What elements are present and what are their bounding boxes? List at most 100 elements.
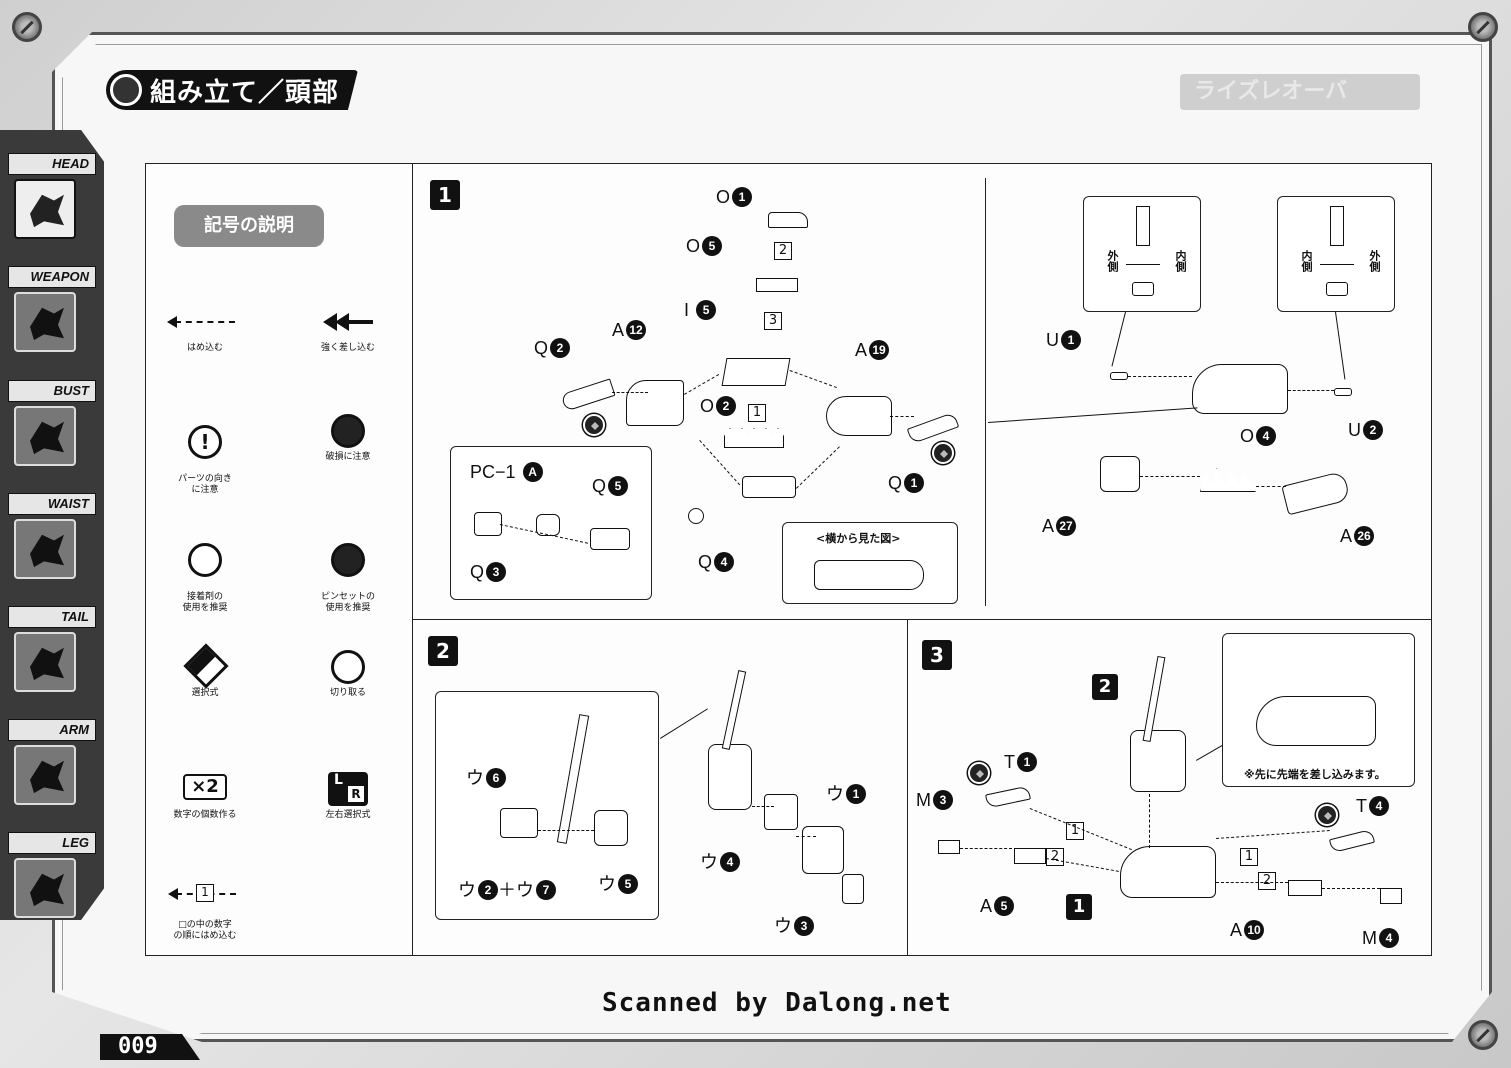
step-number-badge: 1 <box>430 180 460 210</box>
section-title-bar <box>106 70 358 110</box>
part-u3 <box>842 874 864 904</box>
part-blade-assembled <box>708 744 752 810</box>
part-q5 <box>590 528 630 550</box>
breakage-icon <box>1316 804 1338 826</box>
order-number-box: 1 <box>748 404 766 422</box>
legend-label: 選択式 <box>191 688 219 698</box>
sidebar-tab-leg[interactable]: LEG <box>8 832 96 936</box>
corner-bolt-icon <box>1468 12 1498 42</box>
sidebar-tab-head[interactable]: HEAD <box>8 153 96 257</box>
part-q3 <box>474 512 502 536</box>
legend-orientation: ! パーツの向き に注意 <box>150 414 260 496</box>
sidebar-tab-weapon[interactable]: WEAPON <box>8 266 96 370</box>
part-head-assembly <box>1192 364 1288 414</box>
legend-label: 破損に注意 <box>325 452 371 462</box>
sidebar-tab-arm[interactable]: ARM <box>8 719 96 823</box>
legend-tweezers: ピンセットの 使用を推奨 <box>293 532 403 614</box>
breakage-icon <box>583 414 605 436</box>
legend-label: ピンセットの 使用を推奨 <box>320 592 375 613</box>
part-u1 <box>1110 372 1128 380</box>
sidebar-tab-tail[interactable]: TAIL <box>8 606 96 710</box>
double-arrow-icon <box>323 313 373 331</box>
compass-icon <box>110 74 142 106</box>
order-number-box: 2 <box>1046 848 1064 866</box>
assembly-arrow <box>1128 376 1192 377</box>
legend-label: 強く差し込む <box>320 343 375 353</box>
part-u2-view <box>1326 282 1348 296</box>
assembly-arrow <box>1322 888 1380 889</box>
part-a10 <box>1288 880 1322 896</box>
part-a19 <box>826 396 892 436</box>
step-number-badge: 3 <box>922 640 952 670</box>
tweezers-icon <box>331 543 365 577</box>
assembly-arrow <box>752 806 774 807</box>
assembly-arrow <box>1288 390 1334 391</box>
order-number-box: 1 <box>1240 848 1258 866</box>
part-u1-view <box>1132 282 1154 296</box>
page-number: 009 <box>100 1034 200 1060</box>
step-ref-badge: 1 <box>1066 894 1092 920</box>
assembly-arrow <box>1140 476 1200 477</box>
assembly-arrow <box>796 836 816 837</box>
part-a27 <box>1100 456 1140 492</box>
choice-icon <box>183 643 229 689</box>
corner-bolt-icon <box>12 12 42 42</box>
assembly-arrow <box>612 392 648 393</box>
legend-label: □の中の数字 の順にはめ込む <box>173 920 237 941</box>
tip-caption: ※先に先端を差し込みます。 <box>1244 768 1386 781</box>
assembly-arrow <box>1149 794 1150 848</box>
dragon-head-icon <box>14 179 76 239</box>
legend-label: 接着剤の 使用を推奨 <box>182 592 228 613</box>
sidebar-tab-bust[interactable]: BUST <box>8 380 96 484</box>
claw-weapon-icon <box>14 292 76 352</box>
assembly-arrow <box>1216 882 1288 883</box>
part-o2 <box>724 428 784 448</box>
glue-icon <box>188 543 222 577</box>
arm-icon <box>14 745 76 805</box>
sidebar-tab-waist[interactable]: WAIST <box>8 493 96 597</box>
legend-glue: 接着剤の 使用を推奨 <box>150 532 260 614</box>
part-q4 <box>688 508 704 524</box>
waist-icon <box>14 519 76 579</box>
assembly-arrow <box>1256 486 1286 487</box>
tab-label: ARM <box>8 719 96 741</box>
order-number-box: 1 <box>1066 822 1084 840</box>
multiply-icon: ×2 <box>183 774 227 800</box>
exclamation-icon: ! <box>188 425 222 459</box>
part-blade-assembly <box>1130 730 1186 792</box>
legend-title: 記号の説明 <box>174 205 324 247</box>
order-number-box: 3 <box>764 312 782 330</box>
outer-side-label: 外側 <box>1368 250 1381 272</box>
legend-label: 左右選択式 <box>325 810 371 820</box>
order-number-box: 2 <box>774 242 792 260</box>
part-label-pc1: PC−1 A <box>470 462 543 483</box>
legend-fit: はめ込む <box>150 305 260 354</box>
part-u1 <box>802 826 844 874</box>
page-title: 組み立て／頭部 <box>150 78 340 108</box>
tab-label: HEAD <box>8 153 96 175</box>
part-o1 <box>768 212 808 228</box>
tail-icon <box>14 632 76 692</box>
part-u1-view <box>1136 206 1150 246</box>
assembly-arrow <box>960 848 1012 849</box>
part-a5 <box>1014 848 1046 864</box>
dashed-arrow-icon <box>167 316 235 328</box>
legend-choice: 選択式 <box>150 643 260 699</box>
legend-label: パーツの向き に注意 <box>178 474 232 495</box>
corner-bolt-icon <box>1468 1020 1498 1050</box>
breakage-icon <box>331 414 365 448</box>
